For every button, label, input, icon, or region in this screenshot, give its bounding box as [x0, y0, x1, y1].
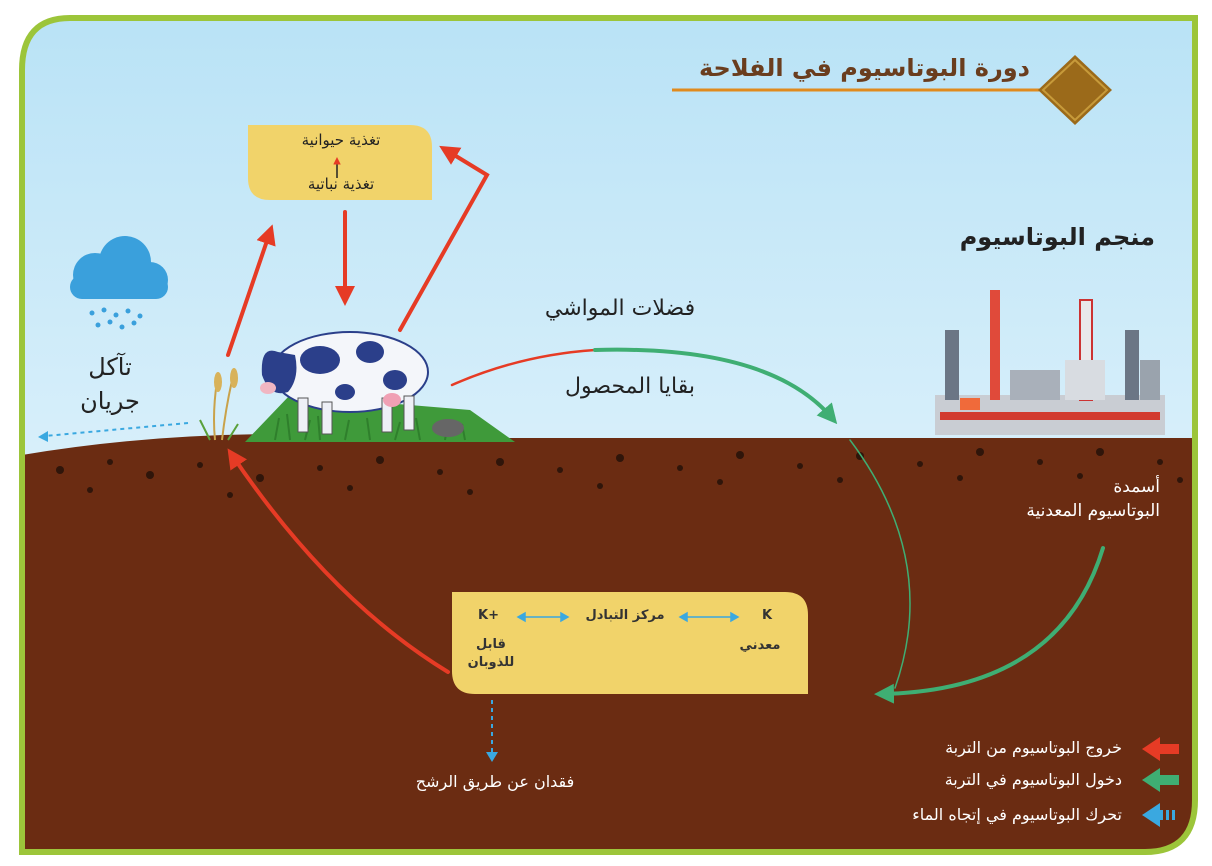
potassium-input-arrows — [593, 347, 1105, 704]
plant-to-nutrition-arrow — [226, 224, 276, 357]
k-mineral-symbol: K — [761, 608, 773, 623]
fertilizer-label-line1: أسمدة — [1113, 477, 1160, 497]
livestock-manure-label: فضلات المواشي — [544, 296, 696, 321]
soil-pebbles — [56, 448, 1183, 498]
legend-input: دخول البوتاسيوم في التربة — [944, 770, 1122, 789]
k-soluble-symbol: K+ — [478, 608, 499, 623]
runoff-label: جريان — [80, 387, 140, 415]
exchange-to-plant-arrow — [227, 448, 450, 674]
plant-nutrition-label: تغذية نباتية — [307, 175, 375, 193]
exchange-center-label: مركز التبادل — [585, 608, 665, 623]
fertilizer-to-exchange-arrow — [874, 546, 1105, 704]
cow-icon — [260, 331, 429, 435]
cow-to-nutrition-arrow — [398, 145, 490, 332]
soluble-label: قابل للذوبان — [456, 636, 526, 672]
title-decoration — [672, 55, 1112, 125]
crop-residue-label: بقايا المحصول — [565, 374, 695, 399]
leaching-loss-label: فقدان عن طريق الرشح — [415, 772, 575, 791]
leaching-arrowhead — [486, 752, 498, 762]
mineral-label: معدني — [739, 638, 781, 653]
residue-to-soil-arrow — [593, 347, 838, 425]
rock — [432, 419, 464, 437]
page-title: دورة البوتاسيوم في الفلاحة — [698, 54, 1030, 82]
animal-nutrition-label: تغذية حيوانية — [301, 131, 381, 149]
wheat-plant-icon — [199, 368, 239, 441]
erosion-label: تآكل — [88, 353, 132, 381]
mine-label: منجم البوتاسيوم — [959, 223, 1155, 251]
erosion-runoff-label: تآكل جريان — [50, 350, 170, 418]
fertilizer-label: أسمدة البوتاسيوم المعدنية — [930, 475, 1160, 523]
exchange-arrows — [516, 611, 740, 623]
soluble-label-line2: للذوبان — [467, 655, 515, 670]
legend-water: تحرك البوتاسيوم في إتجاه الماء — [912, 805, 1122, 824]
blue-arrow-icon — [1142, 803, 1175, 827]
water-movement-arrows — [44, 422, 493, 755]
fertilizer-label-line2: البوتاسيوم المعدنية — [1026, 501, 1160, 521]
cow-to-residue-red-arc — [450, 348, 597, 387]
red-arrow-icon — [1142, 737, 1179, 761]
potash-mine-icon — [935, 290, 1165, 435]
soluble-label-line1: قابل — [476, 637, 506, 652]
frame-border — [19, 15, 1198, 855]
rain-cloud-icon — [70, 236, 168, 330]
green-arrow-icon — [1142, 768, 1179, 792]
soil-to-exchange-thin-arrow — [849, 439, 911, 689]
runoff-arrowhead — [38, 431, 48, 442]
legend-output: خروج البوتاسيوم من التربة — [945, 738, 1122, 757]
potassium-output-arrows — [226, 145, 597, 674]
